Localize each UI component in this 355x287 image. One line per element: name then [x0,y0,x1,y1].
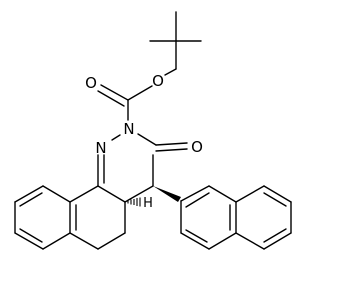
bond-naph-a5 [180,232,210,250]
bond-benzo-2 [42,232,71,250]
bond-naph-b4-inner [263,228,287,243]
benzo-ring [14,185,77,250]
bond-benzo-6 [42,185,71,203]
amide-nitrogen-label: N [123,120,134,138]
bond-o-cc [127,85,153,101]
bond-naph-b2-inner [263,192,287,207]
naphthyl-ring-a [180,185,237,250]
lactam-oxygen-label: O [191,138,203,156]
bond-benzo-3-inner [19,228,43,243]
hashed-bond-c4a-h [127,197,141,207]
naphthyl-ring-b [235,185,292,250]
dihydro-ring [69,185,126,250]
bond-benzo-3 [14,232,44,250]
bond-cc-dbl-o-b [97,90,125,107]
bond-naph-a4 [208,232,237,250]
carbamate-carbonyl-oxygen-label: O [85,74,97,92]
stereo-hydrogen-label: H [143,196,153,211]
bond-c4a-c4 [124,185,154,203]
bond-naph-b1 [235,185,265,203]
bond-cc-dbl-o-a [100,84,129,101]
stereo-bonds [127,186,181,207]
hydrazone-nitrogen-label: N [95,139,106,157]
bond-n2-c3 [137,133,157,146]
bond-naph-a2 [208,185,237,203]
bond-naph-a5-inner [185,229,208,243]
tert-butyl-group [149,11,202,70]
bond-c3-dbl-o-b [155,148,188,152]
ester-oxygen-label: O [152,72,164,90]
bond-benzo-5-inner [19,192,43,207]
bond-benzo-5 [14,185,44,203]
pyridazinone-ring [97,133,188,203]
boc-carbamate [97,68,177,121]
bond-c6-c6a [69,232,99,250]
bond-naph-b5 [235,232,265,250]
bond-naph-a1-inner [185,192,210,208]
bond-naph-a1 [180,185,210,202]
bond-c3-dbl-o-a [155,142,188,146]
bond-cq-o [164,68,177,76]
bond-n2-n1 [111,134,121,141]
bond-naph-b2 [263,185,292,203]
wedge-bond-c4-naphthyl [153,186,181,202]
bond-c10b-c4a [97,185,126,203]
bond-c10b-c10a [69,185,99,203]
bond-c5-c6 [97,232,126,250]
bond-naph-b4 [263,232,292,250]
